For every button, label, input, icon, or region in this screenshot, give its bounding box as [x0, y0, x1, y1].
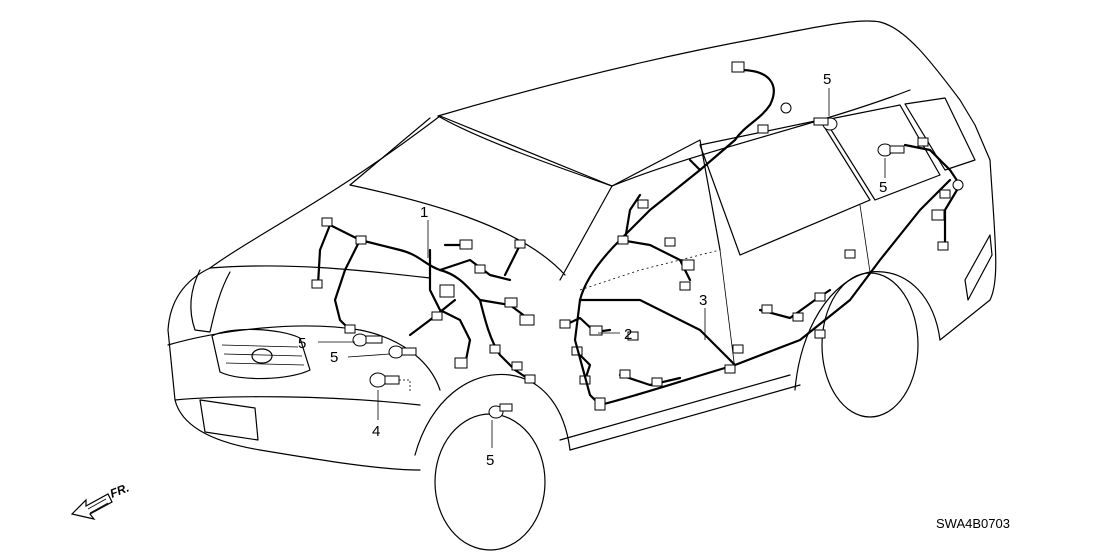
connector [311, 217, 536, 384]
callout-5-roof: 5 [823, 71, 831, 88]
connector [594, 61, 951, 411]
bolt-icon [388, 345, 417, 359]
harness-3-floor-roof [573, 61, 964, 411]
front-direction-indicator: FR. [70, 481, 131, 520]
direction-label: FR. [108, 481, 131, 501]
callout-4: 4 [372, 423, 380, 440]
grommet-icon [780, 102, 792, 114]
callout-labels: 1 2 3 4 5 5 5 5 5 [298, 71, 887, 469]
diagram-code: SWA4B0703 [936, 516, 1010, 531]
callout-5-front-lower: 5 [330, 349, 338, 366]
harness-1-engine-room [311, 217, 536, 384]
callout-5-rear: 5 [879, 179, 887, 196]
callout-2: 2 [624, 326, 632, 343]
sensor-icon [369, 372, 411, 392]
bolt-group [352, 102, 905, 419]
arrow-left-icon [70, 493, 113, 520]
bolt-icon [488, 403, 513, 419]
callout-5-wheel: 5 [486, 452, 494, 469]
leader-lines [318, 88, 886, 448]
callout-1: 1 [420, 204, 428, 221]
callout-3: 3 [699, 292, 707, 309]
vehicle-outline [167, 20, 997, 551]
bolt-icon [877, 143, 905, 157]
callout-5-front-upper: 5 [298, 335, 306, 352]
bolt-icon [352, 333, 383, 347]
bolt-icon [813, 117, 838, 131]
